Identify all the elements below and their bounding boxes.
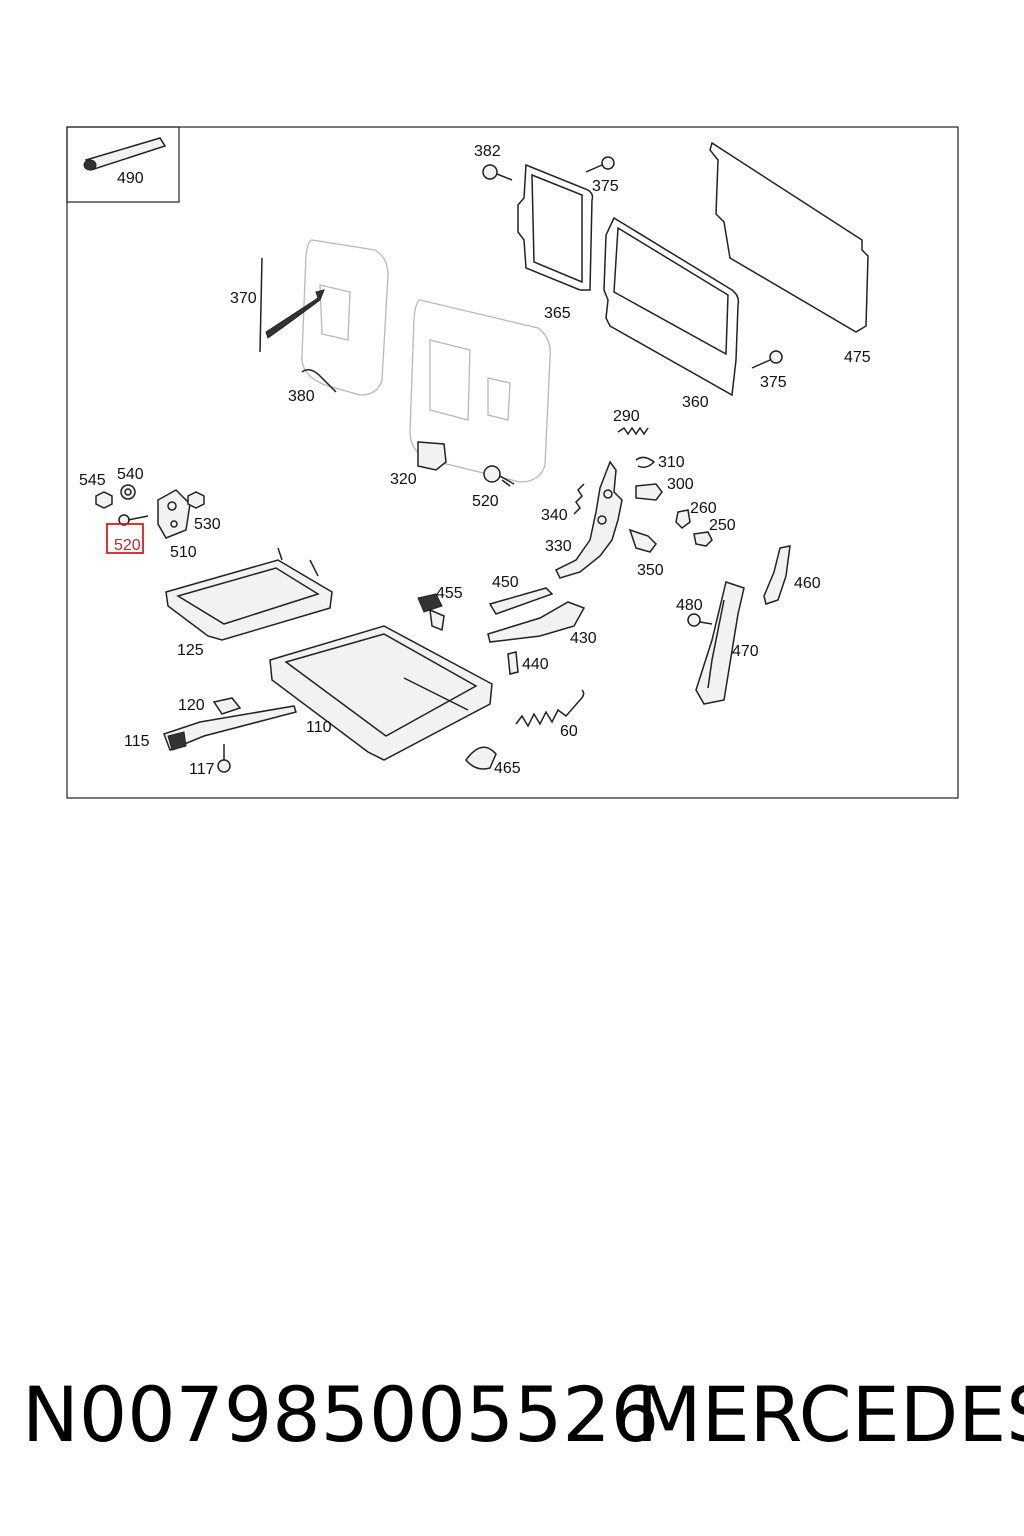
- part-320-bracket: [417, 441, 447, 471]
- callout-365: 365: [544, 305, 571, 322]
- callout-490: 490: [117, 170, 144, 187]
- part-370-rod: [259, 257, 325, 353]
- part-125-frame: [165, 547, 333, 641]
- callout-380: 380: [288, 388, 315, 405]
- callout-250: 250: [709, 517, 736, 534]
- part-375a-screw: [585, 156, 615, 173]
- part-540-washer: [120, 484, 136, 500]
- callout-110: 110: [306, 719, 332, 736]
- part-360-panel: [603, 216, 740, 397]
- callout-370: 370: [230, 290, 257, 307]
- part-350-bolt: [628, 528, 657, 553]
- part-470-cover: [695, 581, 745, 705]
- callout-375-top: 375: [592, 178, 619, 195]
- part-545-nut: [95, 491, 113, 509]
- part-375b-screw: [751, 350, 783, 369]
- part-510-plate: [157, 489, 191, 539]
- callout-310: 310: [658, 454, 685, 471]
- part-475-panel: [709, 141, 869, 333]
- part-460-handle: [763, 545, 791, 605]
- part-120-clip: [212, 697, 242, 715]
- part-490-tube: [83, 137, 167, 171]
- part-300-pin: [635, 483, 663, 501]
- ghost-backrest-left: [301, 239, 389, 396]
- part-530-nut: [187, 491, 205, 509]
- part-250-bolt: [693, 531, 713, 547]
- part-110-frame: [269, 625, 493, 761]
- callout-117: 117: [189, 761, 215, 778]
- callout-465: 465: [494, 760, 521, 777]
- diagram-frame: [66, 126, 959, 799]
- callout-350: 350: [637, 562, 664, 579]
- part-450-bar: [488, 587, 554, 615]
- part-430-lever: [487, 601, 586, 643]
- part-60-spring: [515, 689, 585, 728]
- callout-510: 510: [170, 544, 197, 561]
- callout-290: 290: [613, 408, 640, 425]
- callout-260: 260: [690, 500, 717, 517]
- callout-530: 530: [194, 516, 221, 533]
- callout-520-highlighted: 520: [114, 537, 141, 554]
- part-117-screw: [217, 744, 231, 773]
- part-455-handle: [417, 593, 445, 632]
- callout-480: 480: [676, 597, 703, 614]
- callout-475: 475: [844, 349, 871, 366]
- ghost-backrest-right: [409, 299, 551, 483]
- callout-360: 360: [682, 394, 709, 411]
- callout-470: 470: [732, 643, 759, 660]
- callout-545: 545: [79, 472, 106, 489]
- part-480-screw: [687, 613, 713, 627]
- part-520a-bolt: [483, 465, 515, 487]
- callout-375-bottom: 375: [760, 374, 787, 391]
- callout-125: 125: [177, 642, 204, 659]
- callout-450: 450: [492, 574, 519, 591]
- callout-430: 430: [570, 630, 597, 647]
- part-260-bolt: [675, 509, 691, 529]
- callout-320: 320: [390, 471, 417, 488]
- callout-300: 300: [667, 476, 694, 493]
- callout-382: 382: [474, 143, 501, 160]
- part-340-spring: [573, 483, 585, 515]
- callout-460: 460: [794, 575, 821, 592]
- part-310-clip: [635, 456, 656, 469]
- part-330-mechanism: [554, 460, 623, 579]
- part-290-spring: [617, 426, 649, 436]
- callout-340: 340: [541, 507, 568, 524]
- callout-455: 455: [436, 585, 463, 602]
- part-520b-bolt: [118, 514, 149, 526]
- inset-box-490: [66, 126, 180, 203]
- callout-330: 330: [545, 538, 572, 555]
- part-440-pin: [507, 651, 519, 675]
- highlight-box-520: [106, 523, 144, 554]
- part-382-screw: [482, 164, 513, 181]
- part-465-latch: [465, 746, 497, 770]
- callout-60: 60: [560, 723, 578, 740]
- part-115-belt: [163, 705, 297, 751]
- part-380-clip: [301, 369, 337, 393]
- callout-120: 120: [178, 697, 205, 714]
- brand-name: MERCEDES: [636, 1370, 1024, 1459]
- callout-540: 540: [117, 466, 144, 483]
- callout-440: 440: [522, 656, 549, 673]
- part-365-panel: [517, 163, 594, 291]
- callout-520-center: 520: [472, 493, 499, 510]
- part-number: N007985005526: [22, 1370, 660, 1459]
- footer: N007985005526 MERCEDES: [0, 1370, 1024, 1480]
- callout-115: 115: [124, 733, 150, 750]
